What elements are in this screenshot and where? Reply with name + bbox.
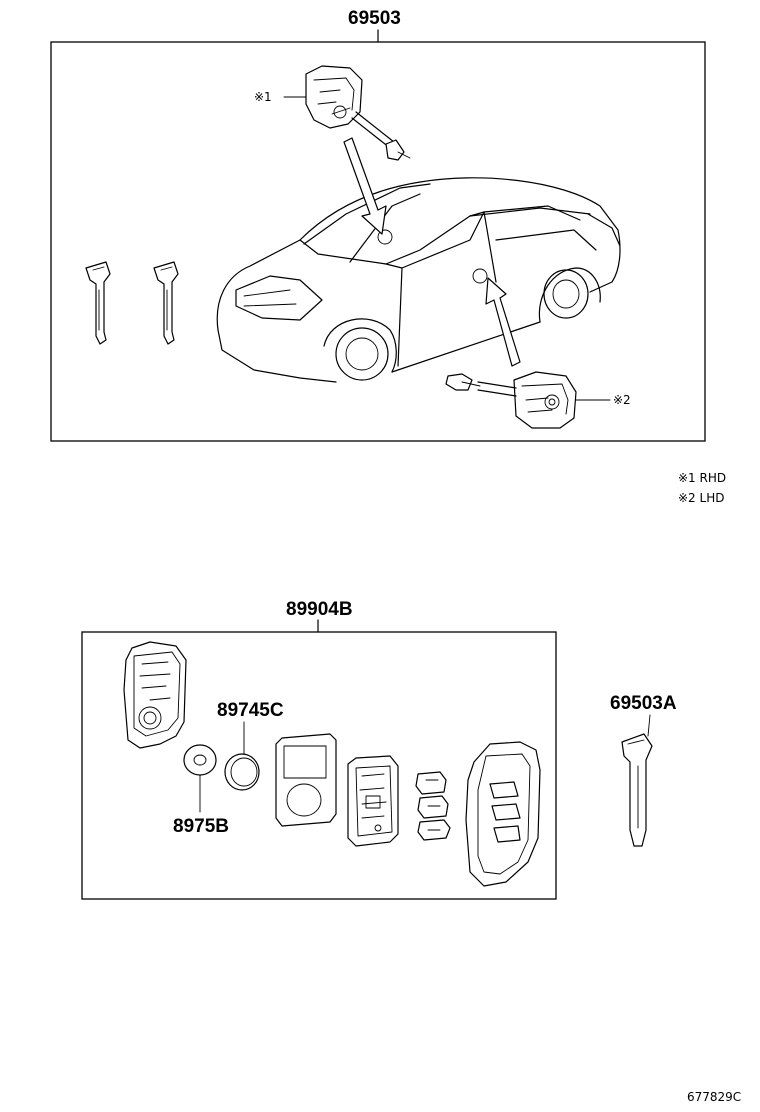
- note-lhd: ※2 LHD: [678, 491, 724, 505]
- leader-69503A: [647, 714, 651, 737]
- arrow-to-rhd-door: [343, 137, 387, 235]
- button-pad-set[interactable]: [415, 771, 451, 841]
- smart-key-transmitter-group: 89904B 8975B 89745C: [81, 599, 557, 900]
- battery-holder-8975B[interactable]: [183, 744, 217, 776]
- battery-89745C[interactable]: [224, 753, 260, 791]
- emergency-key-69503A[interactable]: [621, 733, 653, 847]
- note-rhd: ※1 RHD: [678, 471, 726, 485]
- door-lock-cylinder-rhd[interactable]: [305, 65, 411, 161]
- spare-key-group: 69503A: [610, 693, 677, 847]
- figure-id: 677829C: [687, 1090, 741, 1104]
- callout-1: ※1: [254, 90, 272, 104]
- circuit-board[interactable]: [347, 755, 399, 847]
- part-number-89745C[interactable]: 89745C: [217, 700, 284, 721]
- part-number-8975B[interactable]: 8975B: [173, 816, 229, 837]
- vehicle-illustration: [216, 177, 621, 383]
- arrow-to-lhd-door: [485, 277, 521, 367]
- lock-cylinder-set-group: 69503 ※1: [50, 8, 706, 442]
- callout-2: ※2: [613, 393, 631, 407]
- part-number-89904B[interactable]: 89904B: [286, 599, 353, 620]
- mechanical-key-1[interactable]: [85, 261, 111, 345]
- mechanical-key-2[interactable]: [153, 261, 179, 345]
- part-number-69503[interactable]: 69503: [348, 8, 401, 29]
- door-lock-cylinder-lhd[interactable]: [445, 371, 577, 429]
- transmitter-front-case[interactable]: [465, 741, 541, 887]
- part-number-69503A[interactable]: 69503A: [610, 693, 677, 714]
- transmitter-back-case[interactable]: [123, 641, 187, 749]
- group-frame-69503: [50, 41, 706, 442]
- group-frame-89904B: [81, 631, 557, 900]
- battery-cover-plate[interactable]: [275, 733, 337, 827]
